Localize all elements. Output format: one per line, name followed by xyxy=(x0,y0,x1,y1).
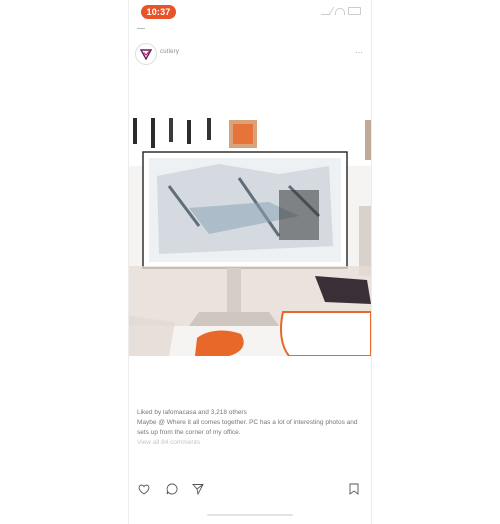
view-comments-link[interactable]: View all 84 comments xyxy=(137,439,201,446)
wifi-icon xyxy=(335,7,345,15)
heart-icon[interactable] xyxy=(137,482,151,496)
brand-logo-icon xyxy=(140,49,152,60)
post-username[interactable]: cutlery xyxy=(160,49,180,55)
post-actions xyxy=(129,478,371,500)
post-photo[interactable] xyxy=(129,116,371,356)
comment-icon[interactable] xyxy=(165,482,179,496)
bookmark-icon[interactable] xyxy=(347,482,361,496)
signal-icon xyxy=(320,7,335,15)
status-icons xyxy=(320,7,361,15)
status-time: 10:37 xyxy=(141,5,176,19)
send-icon[interactable] xyxy=(191,482,205,496)
caption-text: Maybe @ Where it all comes together. PC … xyxy=(137,419,358,436)
avatar[interactable] xyxy=(135,43,157,65)
post-header: cutlery ⋯ xyxy=(129,40,371,66)
back-indicator[interactable] xyxy=(137,28,145,29)
phone-screen: 10:37 cutlery ⋯ xyxy=(128,0,372,524)
post-caption: Liked by lafomacasa and 3,218 others May… xyxy=(137,408,365,448)
home-indicator[interactable] xyxy=(207,514,293,516)
more-dots-icon[interactable]: ⋯ xyxy=(355,48,363,57)
battery-icon xyxy=(348,7,361,15)
status-bar: 10:37 xyxy=(129,0,371,24)
likes-count[interactable]: Liked by lafomacasa and 3,218 others xyxy=(137,409,247,416)
